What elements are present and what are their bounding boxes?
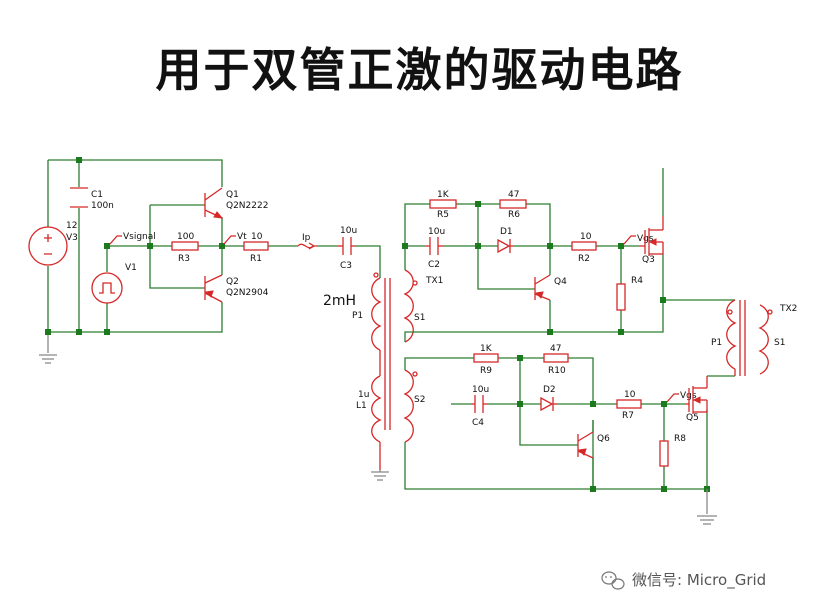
svg-text:1K: 1K [480, 344, 493, 354]
svg-text:100n: 100n [91, 201, 114, 211]
svg-text:R2: R2 [578, 254, 590, 264]
svg-text:R4: R4 [631, 276, 643, 286]
svg-text:S1: S1 [414, 313, 425, 323]
svg-text:V3: V3 [66, 233, 78, 243]
pulse-source-v1: V1 [91, 263, 137, 304]
resistor-r7: 10 R7 [616, 390, 642, 421]
svg-text:L1: L1 [356, 401, 367, 411]
current-probe-ip: Ip [297, 233, 318, 250]
svg-text:1K: 1K [437, 190, 450, 200]
svg-text:Vsignal: Vsignal [123, 232, 156, 242]
page-title: 用于双管正激的驱动电路 [155, 43, 684, 97]
junctions-left [45, 157, 225, 335]
svg-text:10u: 10u [472, 385, 489, 395]
junctions-top [402, 201, 666, 335]
svg-text:R10: R10 [548, 366, 566, 376]
svg-text:R5: R5 [437, 210, 449, 220]
probe-vt: Vt [223, 232, 247, 245]
svg-text:10: 10 [251, 232, 263, 242]
transformer-tx1-s1: TX1 S1 [403, 269, 443, 343]
mosfet-q3: Q3 [640, 168, 664, 265]
transformer-tx1-s2: S2 [403, 369, 425, 443]
wechat-icon [601, 571, 625, 590]
capacitor-c1: C1 100n [70, 187, 114, 211]
svg-text:10u: 10u [340, 226, 357, 236]
svg-text:R3: R3 [178, 254, 190, 264]
capacitor-c3: 10u C3 [338, 226, 357, 271]
svg-text:Q2: Q2 [226, 277, 239, 287]
svg-text:S2: S2 [414, 395, 425, 405]
svg-text:TX1: TX1 [425, 276, 443, 286]
transformer-tx1-primary: 2mH P1 [323, 272, 391, 430]
watermark-text: 微信号: Micro_Grid [632, 571, 766, 590]
svg-text:C1: C1 [91, 190, 103, 200]
svg-text:Q4: Q4 [554, 277, 567, 287]
svg-text:10: 10 [580, 232, 592, 242]
mosfet-q5: Q5 [685, 375, 735, 423]
svg-text:1u: 1u [358, 390, 369, 400]
svg-text:Q5: Q5 [686, 413, 699, 423]
svg-text:Q3: Q3 [642, 255, 655, 265]
resistor-r3: 100 R3 [171, 232, 199, 264]
svg-text:12: 12 [66, 221, 77, 231]
svg-text:R7: R7 [622, 411, 634, 421]
svg-text:2mH: 2mH [323, 293, 356, 309]
svg-text:P1: P1 [711, 338, 722, 348]
svg-text:P1: P1 [352, 311, 363, 321]
svg-text:Q2N2904: Q2N2904 [226, 288, 269, 298]
svg-text:Q6: Q6 [597, 434, 610, 444]
svg-text:TX2: TX2 [779, 304, 797, 314]
svg-text:10u: 10u [428, 227, 445, 237]
svg-text:S1: S1 [774, 338, 785, 348]
svg-text:100: 100 [177, 232, 194, 242]
resistor-r6: 47 R6 [499, 190, 527, 220]
svg-text:C2: C2 [428, 260, 440, 270]
transformer-tx2: TX2 P1 S1 [711, 299, 797, 376]
transistor-q6: Q6 [577, 420, 610, 470]
svg-text:R8: R8 [674, 434, 686, 444]
svg-text:R6: R6 [508, 210, 520, 220]
svg-text:R9: R9 [480, 366, 492, 376]
resistor-r1: 10 R1 [243, 232, 269, 264]
tx1-ground [371, 470, 389, 481]
left-driver-ground [39, 332, 57, 364]
svg-text:R1: R1 [250, 254, 262, 264]
resistor-r10: 47 R10 [543, 344, 569, 376]
capacitor-c4: 10u C4 [471, 385, 489, 428]
svg-text:C3: C3 [340, 261, 352, 271]
svg-text:47: 47 [550, 344, 561, 354]
resistor-r4: R4 [616, 276, 643, 311]
resistor-r9: 1K R9 [473, 344, 499, 376]
svg-text:C4: C4 [472, 418, 484, 428]
svg-text:Vt: Vt [237, 232, 247, 242]
svg-text:Q1: Q1 [226, 190, 239, 200]
junctions-bottom [517, 355, 710, 492]
transistor-q1: Q1 Q2N2222 [204, 187, 268, 219]
diode-d1: D1 [497, 227, 514, 254]
resistor-r2: 10 R2 [571, 232, 597, 264]
capacitor-c2: 10u C2 [426, 227, 445, 270]
inductor-l1: 1u L1 [356, 375, 382, 470]
svg-text:V1: V1 [125, 263, 137, 273]
transistor-q4: Q4 [534, 274, 567, 301]
diode-d2: D2 [540, 385, 557, 412]
svg-text:10: 10 [624, 390, 636, 400]
top-gate-wires [404, 203, 730, 342]
bottom-gate-wires [404, 357, 708, 490]
watermark: 微信号: Micro_Grid [601, 571, 766, 590]
transistor-q2: Q2 Q2N2904 [204, 274, 269, 303]
voltage-source-v3: 12 V3 [28, 221, 78, 266]
resistor-r8: R8 [659, 434, 686, 467]
resistor-r5: 1K R5 [429, 190, 457, 220]
svg-text:Q2N2222: Q2N2222 [226, 201, 268, 211]
bottom-ground [697, 489, 717, 525]
svg-text:Ip: Ip [302, 233, 311, 243]
svg-text:D2: D2 [543, 385, 556, 395]
svg-text:D1: D1 [500, 227, 513, 237]
probe-vsignal: Vsignal [109, 232, 156, 245]
svg-text:47: 47 [508, 190, 519, 200]
